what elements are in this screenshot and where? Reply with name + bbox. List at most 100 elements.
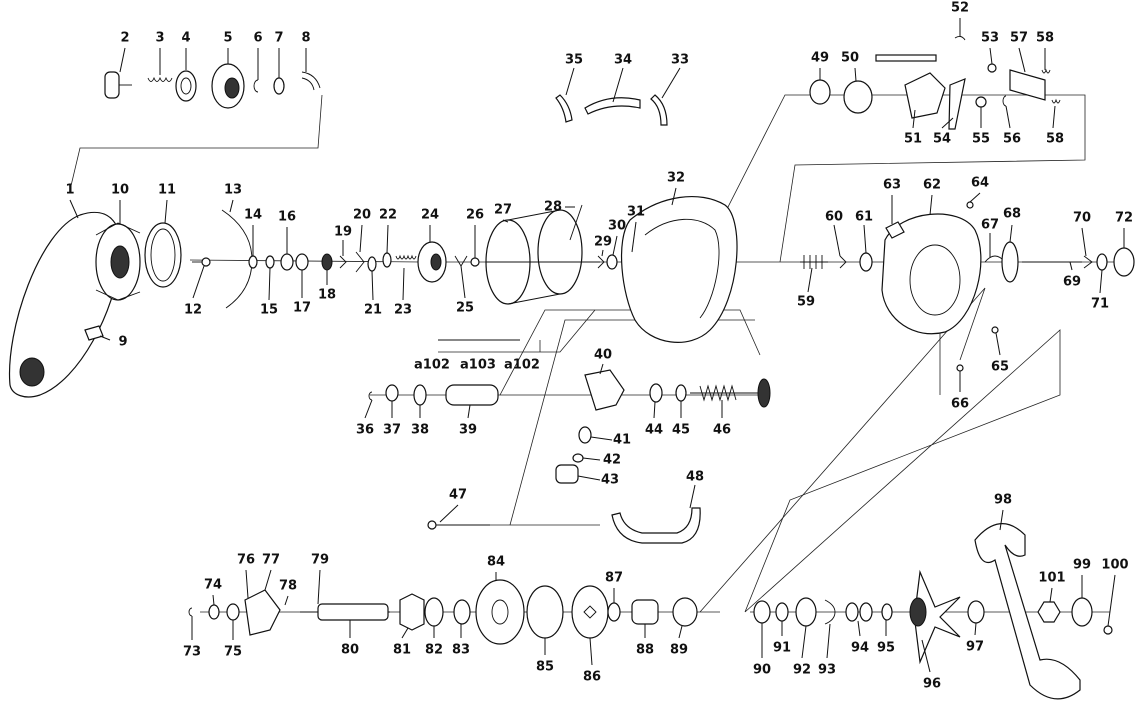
part-label: 60: [825, 210, 843, 225]
part-label: 50: [841, 51, 859, 66]
part-label: 59: [797, 295, 815, 310]
part-label: 39: [459, 423, 477, 438]
part-label: 31: [627, 205, 645, 220]
part-label: 8: [301, 31, 310, 46]
part-label: 90: [753, 663, 771, 678]
part-label: 64: [971, 176, 989, 191]
handle-arm: [974, 523, 1081, 700]
part-label: 4: [181, 31, 190, 46]
part-label: 36: [356, 423, 374, 438]
part-label: 58: [1046, 132, 1064, 147]
part-label: 23: [394, 303, 412, 318]
part-label: 13: [224, 183, 242, 198]
part-label: 99: [1073, 558, 1091, 573]
part-label: 29: [594, 235, 612, 250]
part-label: 3: [155, 31, 164, 46]
part-label: 47: [449, 488, 467, 503]
part-label: 54: [933, 132, 951, 147]
part-label: 78: [279, 579, 297, 594]
part-label: 74: [204, 578, 222, 593]
part-label: 75: [224, 645, 242, 660]
part-label: 95: [877, 641, 895, 656]
part-label: 19: [334, 225, 352, 240]
part-label: 26: [466, 208, 484, 223]
part-label: 14: [244, 208, 262, 223]
part-label: 12: [184, 303, 202, 318]
part-label: 89: [670, 643, 688, 658]
part-label: 70: [1073, 211, 1091, 226]
leader-lines: [69, 18, 1125, 673]
part-label: 83: [452, 643, 470, 658]
part-label: 16: [278, 210, 296, 225]
part-label: a102: [504, 358, 540, 373]
part-label: 58: [1036, 31, 1054, 46]
part-label: 45: [672, 423, 690, 438]
part-label: 30: [608, 219, 626, 234]
part-label: 18: [318, 288, 336, 303]
part-label: 27: [494, 203, 512, 218]
part-label: 42: [603, 453, 621, 468]
part-label: 1: [65, 183, 74, 198]
part-label: 6: [253, 31, 262, 46]
part-label: 10: [111, 183, 129, 198]
part-label: 24: [421, 208, 439, 223]
part-label: 52: [951, 1, 969, 16]
part-label: 62: [923, 178, 941, 193]
part-label: 80: [341, 643, 359, 658]
part-label: 71: [1091, 297, 1109, 312]
part-label: 65: [991, 360, 1009, 375]
part-label: 98: [994, 493, 1012, 508]
part-label: 100: [1101, 558, 1128, 573]
part-label: 15: [260, 303, 278, 318]
part-label: 7: [274, 31, 283, 46]
part-label: 69: [1063, 275, 1081, 290]
part-label: 73: [183, 645, 201, 660]
part-label: 20: [353, 208, 371, 223]
part-label: 55: [972, 132, 990, 147]
part-label: a103: [460, 358, 496, 373]
part-label: 56: [1003, 132, 1021, 147]
part-label: 63: [883, 178, 901, 193]
part-label: 21: [364, 303, 382, 318]
part-label: 86: [583, 670, 601, 685]
part-label: 84: [487, 555, 505, 570]
part-label: 46: [713, 423, 731, 438]
part-drawings: [8, 35, 1135, 700]
part-label: 85: [536, 660, 554, 675]
part-label: 81: [393, 643, 411, 658]
part-label: 5: [223, 31, 232, 46]
part-label: 22: [379, 208, 397, 223]
part-label: 88: [636, 643, 654, 658]
part-label: 53: [981, 31, 999, 46]
part-label: 68: [1003, 207, 1021, 222]
part-label: 44: [645, 423, 663, 438]
part-label: a102: [414, 358, 450, 373]
part-label: 43: [601, 473, 619, 488]
part-label: 9: [118, 335, 127, 350]
part-label: 61: [855, 210, 873, 225]
frame: [620, 195, 738, 343]
part-label: 25: [456, 301, 474, 316]
part-label: 94: [851, 641, 869, 656]
handle-side-plate: [881, 213, 982, 335]
part-label: 67: [981, 218, 999, 233]
part-label: 87: [605, 571, 623, 586]
part-label: 101: [1038, 571, 1065, 586]
part-label: 96: [923, 677, 941, 692]
part-label: 11: [158, 183, 176, 198]
part-label: 48: [686, 470, 704, 485]
part-label: 72: [1115, 211, 1133, 226]
part-label: 57: [1010, 31, 1028, 46]
part-label: 49: [811, 51, 829, 66]
part-label: 34: [614, 53, 632, 68]
part-label: 41: [613, 433, 631, 448]
part-number-labels: 1 2 3 4 5 6 7 8 9 10 11 12 13 14 15 16 1…: [65, 1, 1133, 692]
part-label: 77: [262, 553, 280, 568]
part-label: 82: [425, 643, 443, 658]
part-label: 91: [773, 641, 791, 656]
part-label: 17: [293, 301, 311, 316]
part-label: 2: [120, 31, 129, 46]
part-label: 35: [565, 53, 583, 68]
part-label: 51: [904, 132, 922, 147]
